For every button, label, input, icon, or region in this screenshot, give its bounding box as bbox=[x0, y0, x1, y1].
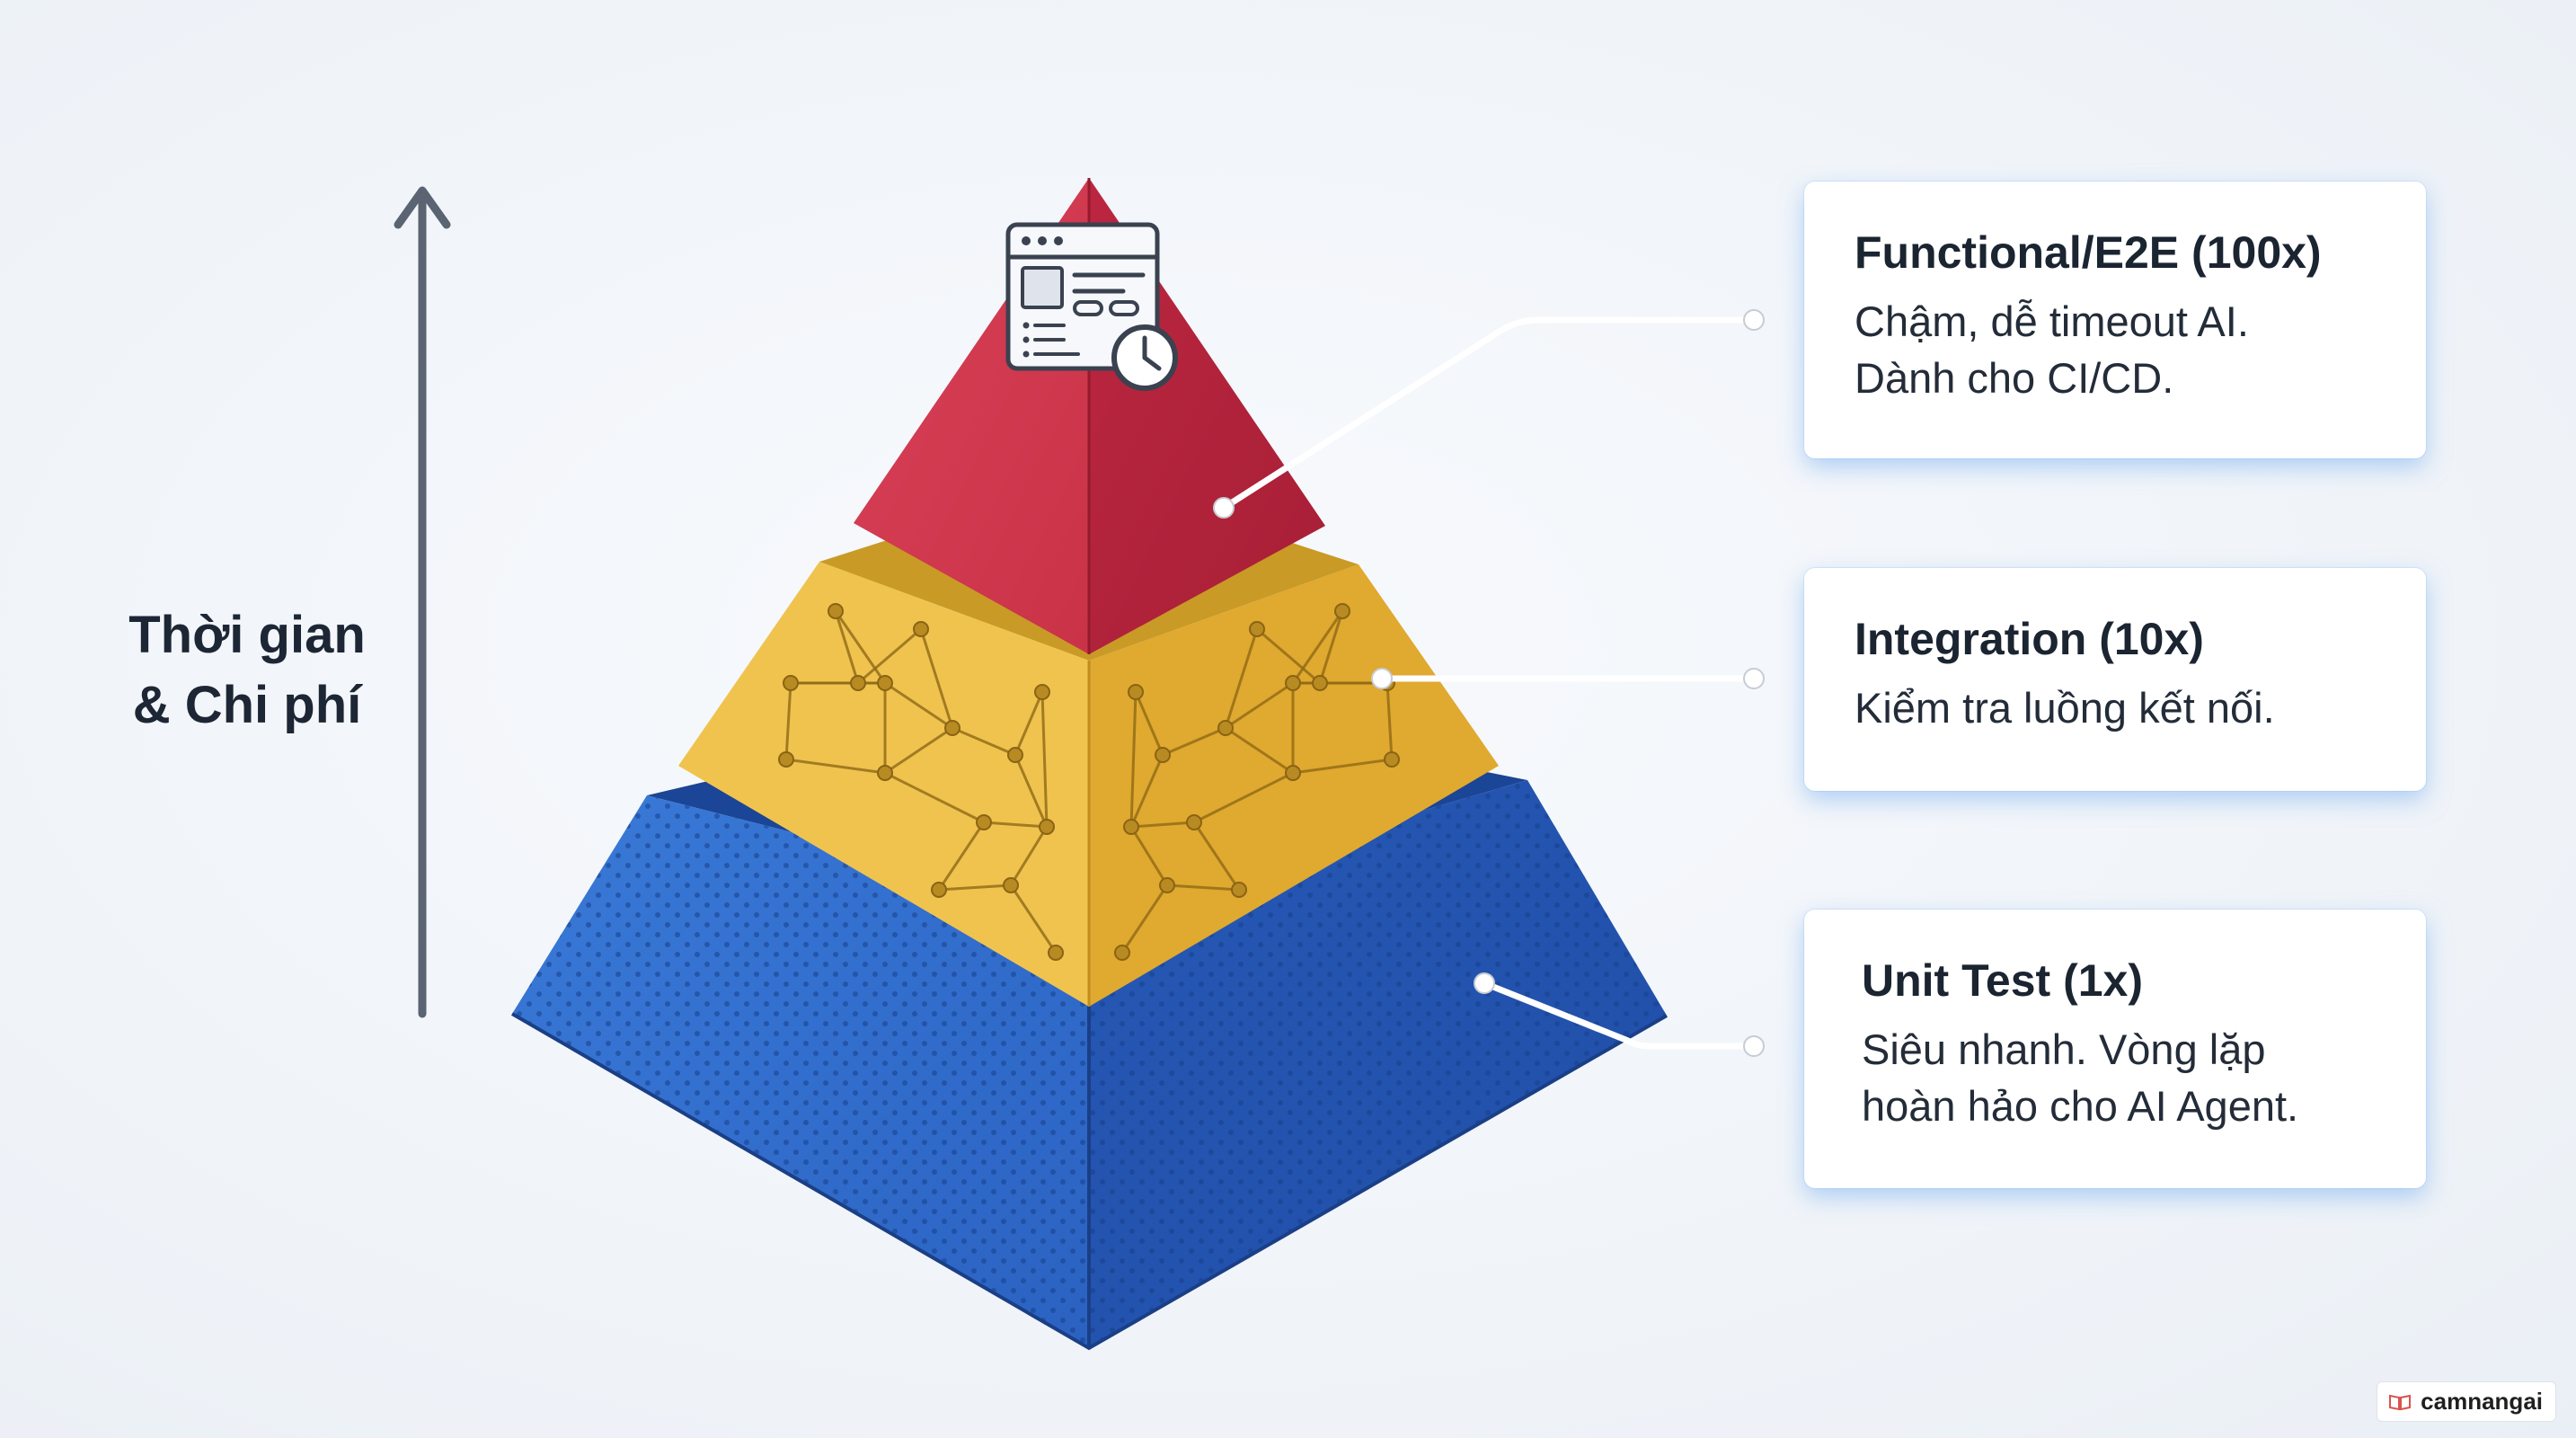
network-node bbox=[944, 720, 960, 736]
card-description: Kiểm tra luồng kết nối. bbox=[1855, 679, 2390, 736]
network-edge bbox=[1192, 821, 1241, 891]
network-node bbox=[1159, 877, 1175, 893]
network-node bbox=[1128, 684, 1144, 700]
card-description: Chậm, dễ timeout AI. Dành cho CI/CD. bbox=[1855, 293, 2390, 406]
network-edge bbox=[1129, 754, 1164, 828]
network-node bbox=[1285, 675, 1301, 691]
network-node bbox=[877, 675, 893, 691]
network-edge bbox=[785, 758, 886, 775]
network-edge bbox=[1014, 754, 1049, 828]
card-integration: Integration (10x) Kiểm tra luồng kết nối… bbox=[1804, 568, 2426, 791]
card-description: Siêu nhanh. Vòng lặp hoàn hảo cho AI Age… bbox=[1862, 1021, 2390, 1134]
network-edge bbox=[1009, 826, 1049, 886]
network-edge bbox=[937, 821, 986, 891]
watermark-badge[interactable]: camnangai bbox=[2377, 1381, 2556, 1422]
network-node bbox=[1003, 877, 1019, 893]
card-description-line1: Chậm, dễ timeout AI. bbox=[1855, 297, 2249, 345]
network-edge bbox=[1040, 691, 1049, 828]
network-node bbox=[1285, 765, 1301, 781]
network-node bbox=[1048, 945, 1064, 961]
axis-label-line2: & Chi phí bbox=[132, 676, 362, 734]
network-node bbox=[1384, 751, 1400, 768]
axis-label: Thời gian & Chi phí bbox=[81, 600, 413, 741]
network-node bbox=[1114, 945, 1130, 961]
network-edge bbox=[983, 821, 1048, 829]
network-edge bbox=[884, 681, 953, 730]
network-edge bbox=[1014, 691, 1044, 756]
card-unit-test: Unit Test (1x) Siêu nhanh. Vòng lặp hoàn… bbox=[1804, 910, 2426, 1188]
network-node bbox=[1231, 882, 1247, 898]
card-description-line1: Kiểm tra luồng kết nối. bbox=[1855, 684, 2275, 732]
network-node bbox=[1039, 819, 1055, 835]
card-functional-e2e: Functional/E2E (100x) Chậm, dễ timeout A… bbox=[1804, 182, 2426, 458]
connector-e2e bbox=[1213, 309, 1765, 519]
network-edge bbox=[938, 883, 1012, 892]
network-edge bbox=[1193, 771, 1294, 824]
axis-label-line1: Thời gian bbox=[128, 606, 366, 664]
network-edge bbox=[1292, 758, 1393, 775]
card-description-line2: Dành cho CI/CD. bbox=[1855, 354, 2174, 402]
network-edge bbox=[784, 682, 792, 760]
network-edge bbox=[1225, 726, 1294, 775]
network-node bbox=[931, 882, 947, 898]
network-edge bbox=[1129, 826, 1169, 886]
network-edge bbox=[857, 627, 922, 685]
network-edge bbox=[1166, 883, 1240, 892]
browser-window-clock-icon bbox=[1005, 222, 1178, 391]
network-edge bbox=[952, 726, 1016, 757]
network-node bbox=[976, 814, 992, 830]
network-node bbox=[783, 675, 799, 691]
network-edge bbox=[884, 726, 953, 775]
network-edge bbox=[834, 610, 887, 684]
card-title: Integration (10x) bbox=[1855, 614, 2204, 664]
card-description-line2: hoàn hảo cho AI Agent. bbox=[1862, 1082, 2299, 1130]
network-edge bbox=[1291, 610, 1344, 684]
book-icon bbox=[2389, 1394, 2412, 1410]
network-node bbox=[1155, 747, 1171, 763]
watermark-text: camnangai bbox=[2421, 1388, 2543, 1415]
network-edge bbox=[1318, 610, 1344, 684]
network-edge bbox=[1134, 691, 1164, 756]
axis-arrow bbox=[394, 186, 451, 1018]
network-edge bbox=[1385, 682, 1394, 760]
card-description-line1: Siêu nhanh. Vòng lặp bbox=[1862, 1025, 2266, 1073]
network-edge bbox=[919, 628, 954, 729]
network-pattern-left bbox=[778, 603, 1064, 961]
network-node bbox=[1217, 720, 1234, 736]
network-node bbox=[913, 621, 929, 637]
network-edge bbox=[1120, 884, 1169, 954]
network-edge bbox=[1130, 821, 1195, 829]
network-edge bbox=[1162, 726, 1226, 757]
network-edge bbox=[1009, 884, 1058, 954]
network-node bbox=[877, 765, 893, 781]
network-node bbox=[1123, 819, 1139, 835]
network-node bbox=[1249, 621, 1265, 637]
network-node bbox=[828, 603, 844, 619]
network-edge bbox=[1129, 691, 1138, 828]
network-node bbox=[1034, 684, 1050, 700]
card-title: Unit Test (1x) bbox=[1862, 955, 2143, 1006]
card-title: Functional/E2E (100x) bbox=[1855, 227, 2322, 278]
network-edge bbox=[834, 610, 860, 684]
network-node bbox=[1334, 603, 1350, 619]
network-edge bbox=[884, 771, 985, 824]
network-node bbox=[778, 751, 794, 768]
network-node bbox=[1007, 747, 1023, 763]
connector-unit bbox=[1474, 972, 1765, 1057]
network-edge bbox=[1256, 627, 1321, 685]
network-edge bbox=[1225, 681, 1294, 730]
network-edge bbox=[1224, 628, 1259, 729]
connector-integration bbox=[1371, 668, 1765, 689]
network-node bbox=[1312, 675, 1328, 691]
network-node bbox=[1186, 814, 1202, 830]
network-node bbox=[850, 675, 866, 691]
